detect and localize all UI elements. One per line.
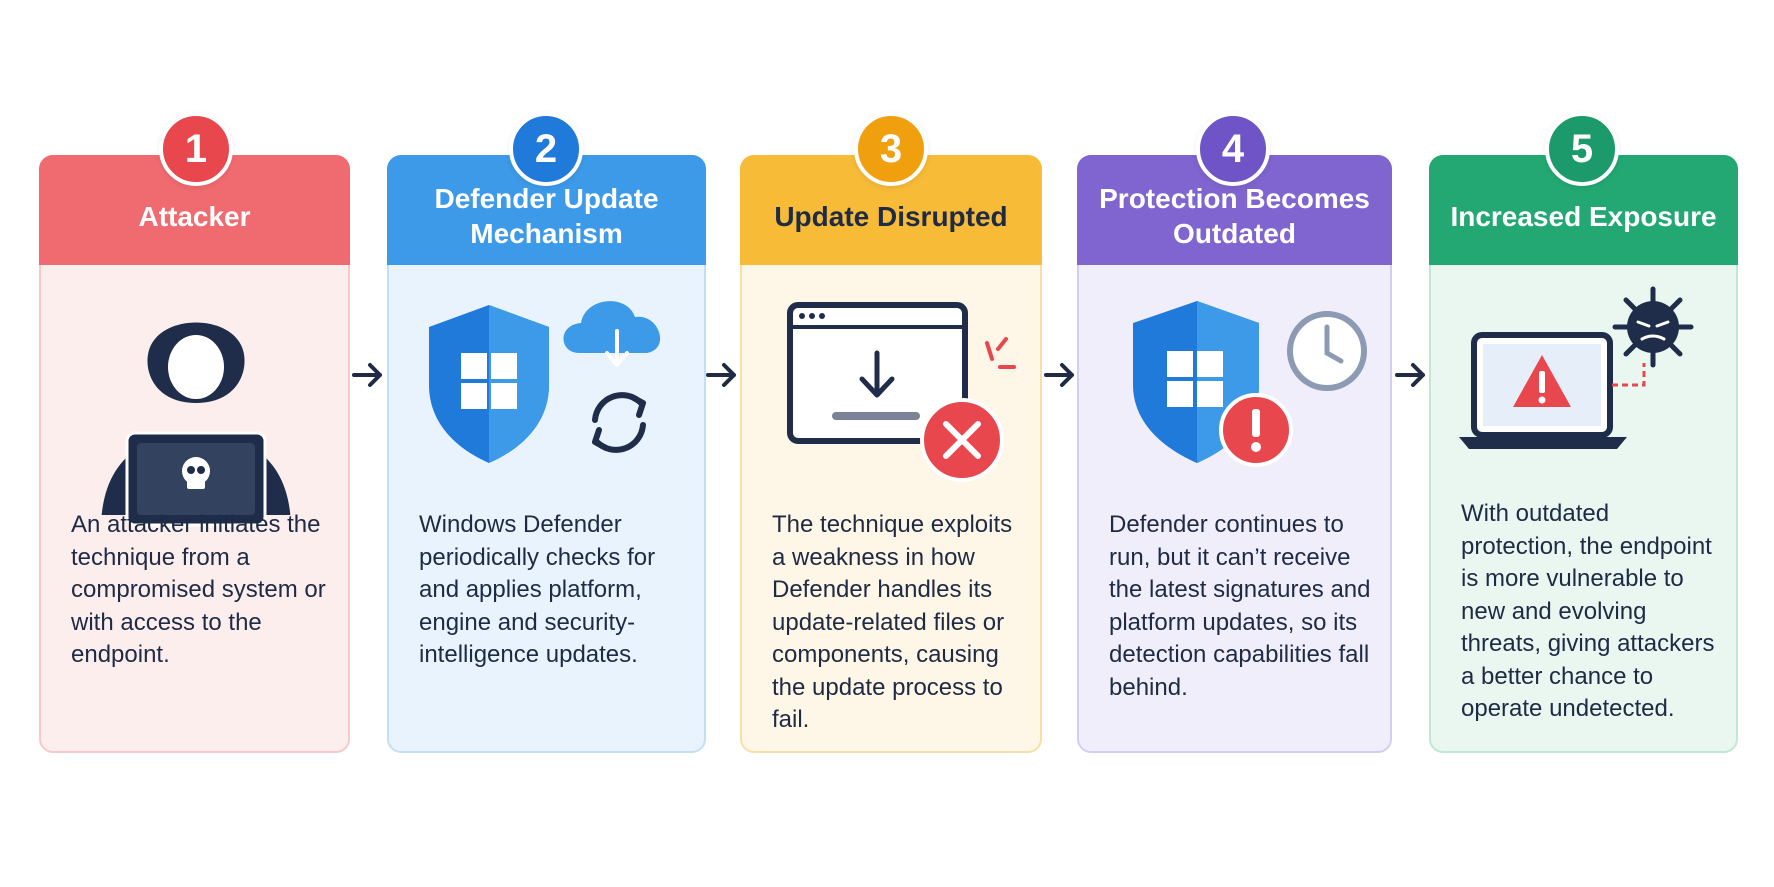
arrow-icon [352, 363, 382, 387]
step-title-5: Increased Exposure [1450, 200, 1717, 232]
cloud-download-icon [563, 301, 661, 367]
step-card-2: Defender Update Mechanism Windows Defend… [387, 155, 706, 753]
crack-spark-icon [985, 337, 1016, 369]
step-badge-2: 2 [509, 112, 583, 186]
step-title-3: Update Disrupted [774, 200, 1008, 232]
step-header-2: Defender Update Mechanism [387, 155, 706, 265]
arrow-icon [706, 363, 736, 387]
step-title-4: Protection Becomes Outdated [1099, 183, 1370, 249]
step-body-1: An attacker initiates the technique from… [71, 511, 326, 668]
step-badge-1: 1 [159, 112, 233, 186]
step-body-3: The technique exploits a weakness in how… [772, 511, 1013, 733]
step-body-2: Windows Defender periodically checks for… [419, 511, 656, 668]
clock-icon [1287, 311, 1367, 391]
step-card-5: Increased Exposure With outdated protect… [1429, 155, 1738, 753]
malware-virus-icon [1612, 286, 1694, 387]
step-body-5: With outdated protection, the endpoint i… [1461, 500, 1715, 722]
step-badge-3: 3 [854, 112, 928, 186]
step-badge-5: 5 [1545, 112, 1619, 186]
step-title-2: Defender Update Mechanism [434, 183, 659, 249]
skull-icon [182, 457, 210, 489]
step-card-3: Update Disrupted The technique exploits … [740, 155, 1042, 753]
step-card-4: Protection Becomes Outdated Defender con… [1077, 155, 1392, 753]
step-badge-4: 4 [1196, 112, 1270, 186]
windows-shield-icon [429, 305, 549, 463]
browser-download-icon [787, 302, 968, 444]
error-x-icon [920, 398, 1004, 482]
laptop-warning-icon [1459, 332, 1627, 449]
step-title-1: Attacker [138, 200, 251, 232]
laptop-icon [125, 431, 267, 527]
step-body-4: Defender continues to run, but it can’t … [1109, 511, 1371, 701]
sync-icon [592, 392, 646, 453]
arrow-icon [1395, 363, 1425, 387]
arrow-icon [1044, 363, 1074, 387]
warning-exclamation-icon [1219, 393, 1293, 467]
step-card-1: Attacker An attacker initiates the techn… [39, 155, 350, 753]
